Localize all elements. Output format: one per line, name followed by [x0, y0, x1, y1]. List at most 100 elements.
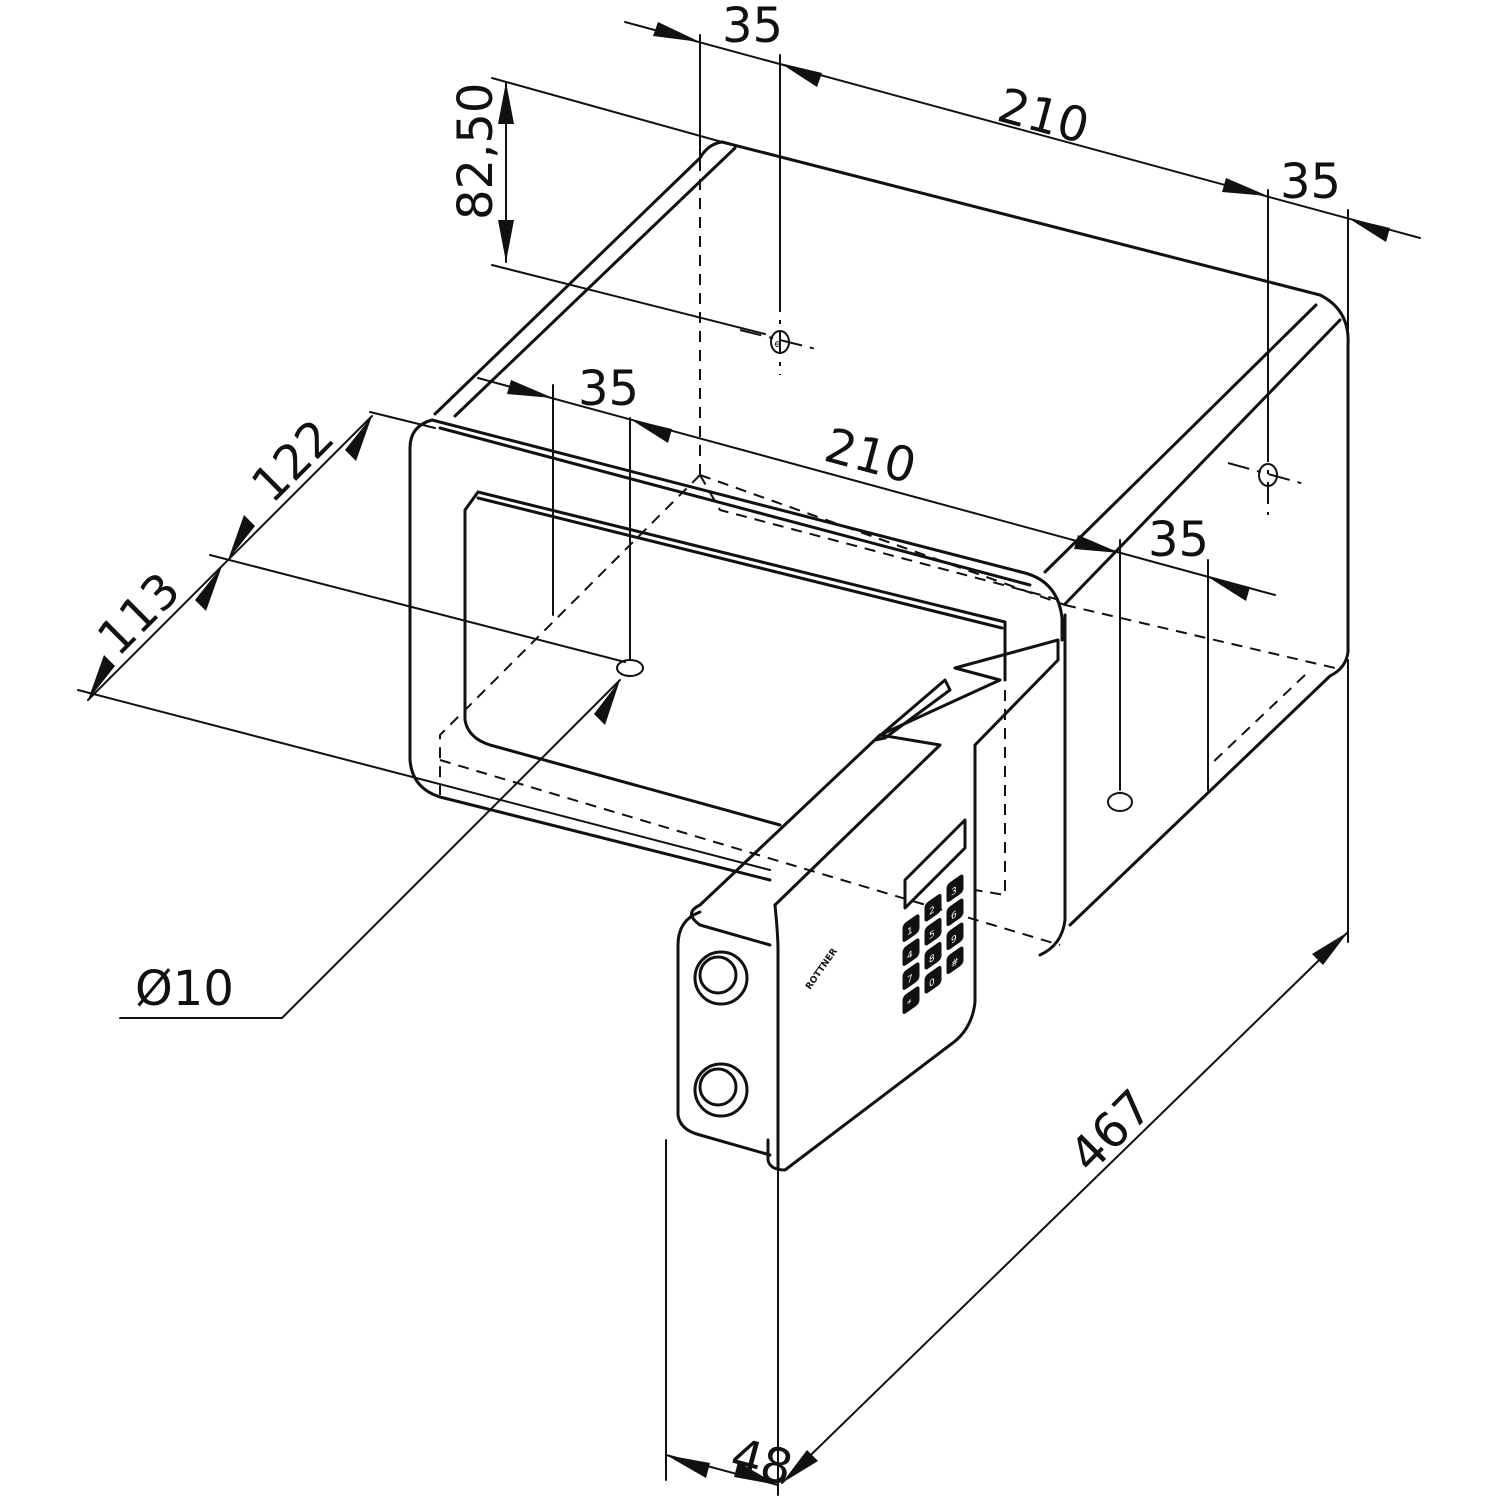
key-hash[interactable]: # — [946, 946, 964, 975]
keypad-display — [903, 818, 967, 910]
hidden-floor-right — [1064, 604, 1336, 669]
arrow-inner-35-b — [630, 419, 672, 443]
dim-top-offset-right: 35 — [1280, 154, 1341, 210]
key-5[interactable]: 5 — [924, 917, 942, 946]
svg-text:#: # — [951, 956, 959, 971]
dimline-depth — [87, 415, 373, 701]
hidden-floor-diagonal — [699, 474, 1066, 606]
svg-text:5: 5 — [929, 928, 935, 942]
arrow-overall-top — [1312, 932, 1348, 965]
keypad[interactable]: 1 2 3 4 5 6 7 8 9 * 0 # — [902, 874, 964, 1015]
key-3[interactable]: 3 — [946, 874, 964, 903]
door-knob-lower[interactable] — [693, 1062, 749, 1118]
svg-text:6: 6 — [951, 909, 957, 923]
arrow-top-35-right — [1348, 218, 1390, 242]
dimensions: 35 210 35 82,50 35 210 35 122 113 Ø10 46… — [77, 0, 1421, 1497]
arrow-top-35-left-a — [653, 22, 700, 42]
key-2[interactable]: 2 — [924, 893, 942, 922]
svg-text:⊖: ⊖ — [774, 340, 782, 350]
dim-height-upper: 82,50 — [448, 83, 504, 220]
ext-depth-a — [369, 411, 436, 429]
arrow-top-35-left-b — [780, 63, 822, 87]
svg-text:9: 9 — [951, 933, 957, 947]
svg-text:2: 2 — [929, 904, 935, 918]
door-front-bevel — [773, 733, 942, 907]
key-star[interactable]: * — [902, 986, 920, 1015]
dim-inner-offset-left: 35 — [578, 361, 639, 417]
door-front-face — [773, 903, 780, 1170]
dim-door-thickness: 48 — [725, 1427, 798, 1497]
safe-right-front-edge-2 — [1063, 318, 1342, 606]
door-knob-upper[interactable] — [693, 950, 749, 1006]
safe-right-side-front — [1038, 613, 1067, 957]
arrow-inner-35-a — [507, 380, 553, 398]
centerline-top-right-h — [1227, 462, 1309, 486]
dim-top-span: 210 — [992, 77, 1095, 155]
ext-depth-b — [209, 554, 626, 663]
ext-height-bottom — [491, 264, 766, 335]
front-frame-inner-line — [438, 426, 1032, 587]
svg-text:4: 4 — [907, 949, 913, 963]
key-9[interactable]: 9 — [946, 922, 964, 951]
leader-diameter — [119, 679, 621, 1019]
svg-text:3: 3 — [951, 885, 957, 899]
safe-top-outline — [720, 140, 1350, 927]
dimline-overall-depth — [781, 931, 1349, 1484]
centerline-top-left-h — [739, 329, 821, 351]
svg-text:*: * — [907, 998, 911, 1011]
hidden-floor-back — [699, 474, 1061, 601]
arrow-diameter — [594, 680, 620, 725]
arrow-depth-113-bottom — [88, 655, 115, 700]
svg-text:0: 0 — [929, 976, 935, 990]
arrow-depth-122-bottom — [228, 515, 255, 560]
key-1[interactable]: 1 — [902, 914, 920, 943]
hidden-floor-left — [439, 474, 701, 795]
safe-right-front-edge — [1043, 303, 1318, 574]
arrow-door-right — [734, 1462, 778, 1485]
hole-side — [1107, 792, 1133, 812]
ext-height-top — [491, 77, 723, 143]
arrow-overall-bottom — [782, 1450, 818, 1483]
dimline-inner-chain — [477, 377, 1276, 596]
key-8[interactable]: 8 — [924, 941, 942, 970]
ext-depth-c — [77, 689, 771, 871]
front-opening-inner — [476, 496, 1004, 630]
key-4[interactable]: 4 — [902, 938, 920, 967]
hidden-side-right — [1209, 674, 1306, 766]
safe-door: ROTTNER 1 2 3 4 5 6 7 8 9 * 0 # — [676, 638, 1060, 1172]
front-frame-outer — [408, 418, 1064, 882]
door-top-edge — [690, 666, 1002, 947]
arrow-depth-113-top — [195, 566, 222, 611]
safe-top-inner-edge — [453, 146, 737, 418]
svg-text:7: 7 — [907, 973, 913, 987]
door-side-panel — [676, 910, 772, 1157]
arrow-depth-122-top — [345, 416, 372, 461]
svg-text:1: 1 — [907, 925, 913, 939]
key-7[interactable]: 7 — [902, 962, 920, 991]
arrow-top-210-right — [1222, 178, 1268, 196]
brand-label: ROTTNER — [804, 947, 840, 992]
dim-depth-upper: 122 — [241, 409, 345, 513]
hidden-floor-front — [439, 759, 1061, 946]
arrow-height-top — [498, 82, 514, 124]
dim-depth-lower: 113 — [87, 562, 191, 666]
dim-hole-diameter: Ø10 — [135, 961, 234, 1017]
dim-top-offset-left: 35 — [722, 0, 783, 54]
svg-text:8: 8 — [929, 952, 935, 966]
front-opening — [463, 490, 1007, 827]
dim-overall-depth: 467 — [1059, 1079, 1163, 1183]
arrow-inner-35-right — [1208, 577, 1250, 601]
arrow-inner-210 — [1074, 535, 1120, 553]
dim-inner-span: 210 — [819, 417, 922, 495]
arrow-height-bottom — [498, 220, 514, 262]
door-top-slab — [873, 678, 952, 742]
arrow-door-left — [666, 1455, 710, 1478]
dimline-top-chain — [624, 21, 1421, 239]
dim-inner-offset-right: 35 — [1148, 512, 1209, 568]
hole-floor — [616, 659, 644, 677]
key-0[interactable]: 0 — [924, 965, 942, 994]
safe-body: ⊖ — [408, 140, 1350, 957]
key-6[interactable]: 6 — [946, 898, 964, 927]
door-outer — [766, 638, 1060, 1172]
